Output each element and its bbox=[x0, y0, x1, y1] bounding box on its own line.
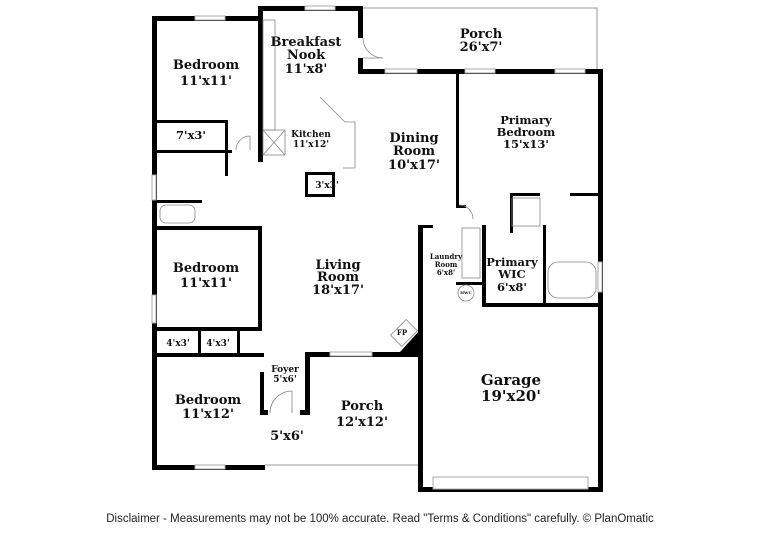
bedroom-w-name: Bedroom bbox=[173, 261, 240, 276]
kitchen-size: 11'x12' bbox=[293, 140, 329, 150]
garage-name: Garage bbox=[481, 371, 541, 389]
garage-size: 19'x20' bbox=[481, 387, 541, 405]
porch-rear-size: 26'x7' bbox=[460, 40, 503, 55]
primary-bedroom-size: 15'x13' bbox=[503, 137, 549, 151]
hwc-label: HWC bbox=[460, 290, 471, 295]
primary-wic-size: 6'x8' bbox=[497, 280, 527, 294]
primary-wic-name-2: WIC bbox=[497, 267, 525, 281]
dining-name-1: Dining bbox=[389, 131, 438, 146]
foyer-size: 5'x6' bbox=[273, 375, 296, 385]
disclaimer: Disclaimer - Measurements may not be 100… bbox=[106, 513, 654, 525]
closet-a-size: 4'x3' bbox=[166, 339, 189, 349]
bedroom-sw-name: Bedroom bbox=[175, 393, 242, 408]
fireplace-label: FP bbox=[397, 328, 408, 337]
primary-bedroom-name-1: Primary bbox=[500, 113, 552, 127]
bedroom-w-size: 11'x11' bbox=[180, 276, 232, 291]
closet-b-size: 4'x3' bbox=[206, 339, 229, 349]
living-size: 18'x17' bbox=[312, 283, 364, 298]
entry-size: 5'x6' bbox=[270, 429, 304, 444]
bedroom-nw-size: 11'x11' bbox=[180, 74, 232, 89]
porch-rear-name: Porch bbox=[460, 27, 503, 42]
laundry-name-1: Laundry bbox=[430, 252, 463, 261]
porch-front-size: 12'x12' bbox=[336, 415, 388, 430]
closet-7x3-size: 7'x3' bbox=[176, 128, 206, 142]
nook-name-2: Nook bbox=[287, 48, 326, 63]
outlines bbox=[159, 7, 598, 490]
porch-front-name: Porch bbox=[341, 399, 384, 414]
foyer-name: Foyer bbox=[271, 365, 299, 375]
nook-size: 11'x8' bbox=[285, 62, 328, 77]
primary-bedroom-name-2: Bedroom bbox=[497, 125, 556, 139]
living-name-1: Living bbox=[315, 258, 360, 273]
dining-name-2: Room bbox=[393, 144, 435, 159]
laundry-name-2: Room bbox=[435, 260, 458, 269]
windows bbox=[151, 5, 603, 470]
primary-wic-name-1: Primary bbox=[486, 255, 538, 269]
dining-size: 10'x17' bbox=[388, 158, 440, 173]
pantry-size: 3'x3' bbox=[315, 181, 338, 191]
room-labels: Bedroom 11'x11' 7'x3' Breakfast Nook 11'… bbox=[166, 27, 555, 444]
laundry-size: 6'x8' bbox=[437, 268, 455, 277]
nook-name-1: Breakfast bbox=[271, 35, 342, 50]
bedroom-nw-name: Bedroom bbox=[173, 58, 240, 73]
living-name-2: Room bbox=[317, 270, 359, 285]
bedroom-sw-size: 11'x12' bbox=[182, 407, 234, 422]
kitchen-name: Kitchen bbox=[291, 130, 331, 140]
